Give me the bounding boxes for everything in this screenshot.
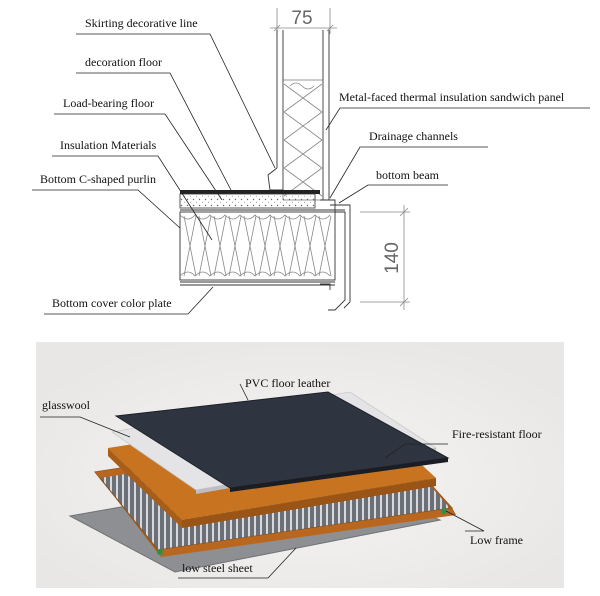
load-bearing-floor-layer [179, 193, 316, 209]
leader-low-frame [445, 510, 485, 532]
leader-pvc [239, 383, 249, 401]
bottom-beam [320, 199, 346, 311]
pvc-floor-layer [114, 391, 450, 492]
leader-load-bearing [54, 113, 223, 201]
label-glasswool: glasswool [42, 398, 91, 412]
label-decoration-floor: decoration floor [85, 55, 162, 69]
leader-steel-sheet [178, 547, 297, 579]
label-bottom-purlin: Bottom C-shaped purlin [40, 172, 156, 186]
label-sandwich-panel: Metal-faced thermal insulation sandwich … [339, 90, 565, 104]
leader-decoration-floor [76, 72, 233, 193]
label-drainage: Drainage channels [369, 129, 458, 143]
insulation-block [179, 211, 336, 281]
label-pvc: PVC floor leather [245, 376, 330, 390]
label-bottom-beam: bottom beam [376, 168, 440, 182]
dimension-width-text: 75 [291, 8, 312, 29]
skirting-line [267, 167, 283, 191]
leader-fire-resistant [384, 443, 448, 459]
label-fire-resistant: Fire-resistant floor [452, 427, 542, 441]
leader-drainage [329, 146, 488, 199]
label-bottom-cover: Bottom cover color plate [52, 296, 172, 310]
label-skirting: Skirting decorative line [85, 16, 198, 30]
leader-insulation [52, 155, 213, 241]
leader-glasswool [40, 416, 131, 438]
dimension-140: 140 [360, 205, 410, 310]
leader-skirting [76, 33, 276, 169]
label-steel-sheet: low steel sheet [182, 561, 253, 575]
dimension-height-text: 140 [382, 242, 403, 274]
exploded-view: PVC floor leather glasswool Fire-resista… [36, 342, 564, 588]
label-insulation: Insulation Materials [60, 138, 157, 152]
leader-bottom-cover [44, 286, 214, 315]
leader-sandwich-panel [325, 107, 590, 131]
leader-bottom-beam [338, 184, 448, 204]
leader-purlin [32, 189, 181, 229]
cross-section-drawing: 75 [32, 8, 590, 315]
decoration-floor-layer [180, 190, 320, 194]
dimension-75: 75 [270, 8, 337, 34]
sandwich-panel [276, 30, 330, 201]
label-load-bearing-floor: Load-bearing floor [63, 96, 154, 110]
label-low-frame: Low frame [470, 533, 523, 547]
